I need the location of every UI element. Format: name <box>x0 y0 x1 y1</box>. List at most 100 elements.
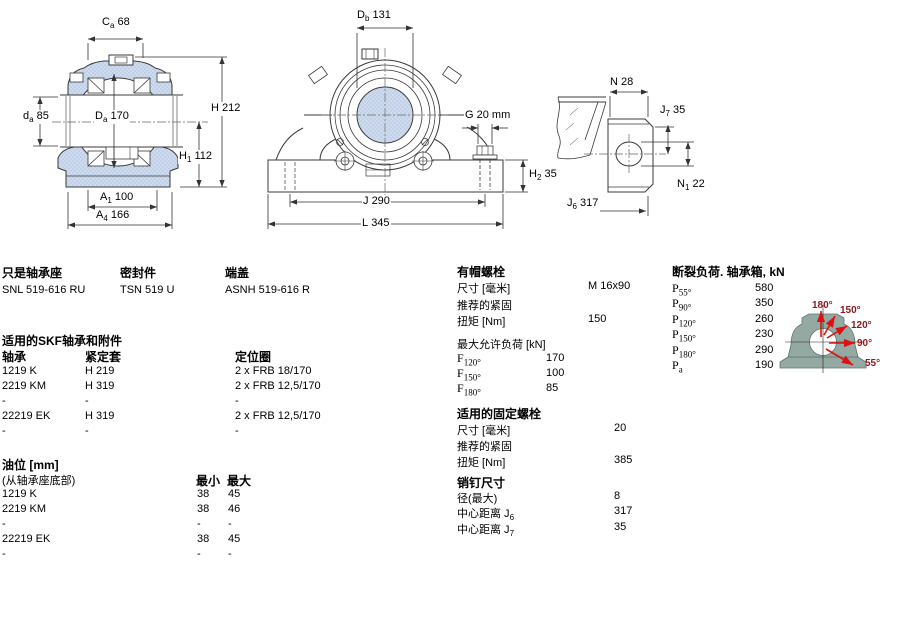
cap-bolt-torque-value: 150 <box>588 313 607 325</box>
oil-row-min: 38 <box>197 488 210 500</box>
dim-n: N 28 <box>609 76 635 88</box>
seal-label: 密封件 <box>120 266 157 280</box>
pins-title: 销钉尺寸 <box>457 476 506 490</box>
cap-bolt-size-label: 尺寸 [毫米] <box>457 283 511 295</box>
dim-j7: J7 35 <box>659 104 687 119</box>
sleeve-cell: H 219 <box>85 365 115 377</box>
oil-col-min: 最小 <box>196 474 221 488</box>
load-symbol: F150° <box>457 366 481 383</box>
dim-a1: A1 100 <box>99 191 135 206</box>
dim-l: L 345 <box>361 217 391 229</box>
load-direction-arrows <box>816 311 855 366</box>
pin-row-label: 中心距离 J6 <box>457 508 515 523</box>
dim-g: G 20 mm <box>464 109 512 121</box>
oil-row-max: - <box>228 518 232 530</box>
load-direction-illustration <box>779 305 867 373</box>
ring-cell: - <box>235 395 239 407</box>
cap-bolt-recommend-label: 推荐的紧固 <box>457 300 512 312</box>
breaking-load-value: 230 <box>755 328 774 340</box>
oil-row-max: 46 <box>228 503 241 515</box>
foundation-torque-label: 扭矩 [Nm] <box>457 457 506 469</box>
pin-row-label: 径(最大) <box>457 493 498 505</box>
oil-level-title: 油位 [mm] <box>2 458 59 472</box>
oil-row-max: 45 <box>228 488 241 500</box>
breaking-load-title: 断裂负荷. 轴承箱, kN <box>672 265 785 279</box>
breaking-load-symbol: P180° <box>672 343 696 360</box>
oil-row-name: 22219 EK <box>2 533 51 545</box>
sleeve-cell: - <box>85 425 89 437</box>
bearings-col-bearing: 轴承 <box>2 350 27 364</box>
oil-row-min: 38 <box>197 503 210 515</box>
load-value: 100 <box>546 367 565 379</box>
breaking-load-value: 260 <box>755 313 774 325</box>
foundation-size-value: 20 <box>614 422 627 434</box>
bearing-cell: 2219 KM <box>2 380 47 392</box>
sleeve-cell: H 319 <box>85 410 115 422</box>
foot-view-drawing <box>556 96 666 193</box>
dim-h: H 212 <box>210 102 242 117</box>
foundation-recommend-label: 推荐的紧固 <box>457 441 512 453</box>
load-symbol: F180° <box>457 381 481 398</box>
front-view-drawing <box>267 48 504 207</box>
oil-row-min: - <box>197 548 201 560</box>
seal-designation: TSN 519 U <box>120 284 175 296</box>
section-view-drawing <box>52 54 208 188</box>
dim-a4: A4 166 <box>95 209 131 224</box>
ring-cell: 2 x FRB 12,5/170 <box>235 410 321 422</box>
bearing-cell: 1219 K <box>2 365 37 377</box>
pin-row-value: 317 <box>614 505 633 517</box>
technical-drawings <box>33 25 694 229</box>
oil-row-min: 38 <box>197 533 210 545</box>
housing-designation: SNL 519-616 RU <box>2 284 86 296</box>
load-value: 170 <box>546 352 565 364</box>
breaking-load-value: 290 <box>755 344 774 356</box>
oil-row-name: - <box>2 518 6 530</box>
bearings-col-sleeve: 紧定套 <box>85 350 122 364</box>
end-cover-designation: ASNH 519-616 R <box>225 284 310 296</box>
sleeve-cell: H 319 <box>85 380 115 392</box>
dim-j: J 290 <box>362 195 391 207</box>
cap-bolt-torque-label: 扭矩 [Nm] <box>457 316 506 328</box>
oil-level-subtitle: (从轴承座底部) <box>2 475 76 487</box>
foundation-torque-value: 385 <box>614 454 633 466</box>
bearings-col-ring: 定位圈 <box>235 350 272 364</box>
bearing-cell: - <box>2 425 6 437</box>
dim-j6: J6 317 <box>566 197 600 212</box>
breaking-load-value: 190 <box>755 359 774 371</box>
pin-row-value: 8 <box>614 490 621 502</box>
bearings-table-title: 适用的SKF轴承和附件 <box>2 334 123 348</box>
bearing-cell: - <box>2 395 6 407</box>
oil-col-max: 最大 <box>227 474 252 488</box>
oil-row-max: 45 <box>228 533 241 545</box>
dim-n1: N1 22 <box>676 178 706 193</box>
angle-label-120: 120° <box>851 320 872 331</box>
dim-da: da 85 <box>22 110 50 125</box>
breaking-load-symbol: P90° <box>672 296 692 313</box>
angle-label-90: 90° <box>857 338 873 349</box>
oil-row-name: - <box>2 548 6 560</box>
pin-row-label: 中心距离 J7 <box>457 524 515 539</box>
load-value: 85 <box>546 382 559 394</box>
cap-bolt-size-value: M 16x90 <box>588 280 631 292</box>
max-load-title: 最大允许负荷 [kN] <box>457 339 546 351</box>
cap-bolts-title: 有帽螺栓 <box>457 265 506 279</box>
foundation-size-label: 尺寸 [毫米] <box>457 425 511 437</box>
oil-row-name: 2219 KM <box>2 503 47 515</box>
ring-cell: - <box>235 425 239 437</box>
load-symbol: F120° <box>457 351 481 368</box>
breaking-load-value: 350 <box>755 297 774 309</box>
pin-row-value: 35 <box>614 521 627 533</box>
oil-row-max: - <box>228 548 232 560</box>
breaking-load-symbol: P120° <box>672 312 696 329</box>
ring-cell: 2 x FRB 12,5/170 <box>235 380 321 392</box>
angle-label-150: 150° <box>840 305 861 316</box>
dim-h2: H2 35 <box>528 168 558 183</box>
ring-cell: 2 x FRB 18/170 <box>235 365 312 377</box>
dim-db: Db 131 <box>356 9 392 24</box>
breaking-load-value: 580 <box>755 282 774 294</box>
angle-label-180: 180° <box>812 300 833 311</box>
breaking-load-symbol: Pa <box>672 358 683 375</box>
breaking-load-symbol: P150° <box>672 327 696 344</box>
sleeve-cell: - <box>85 395 89 407</box>
